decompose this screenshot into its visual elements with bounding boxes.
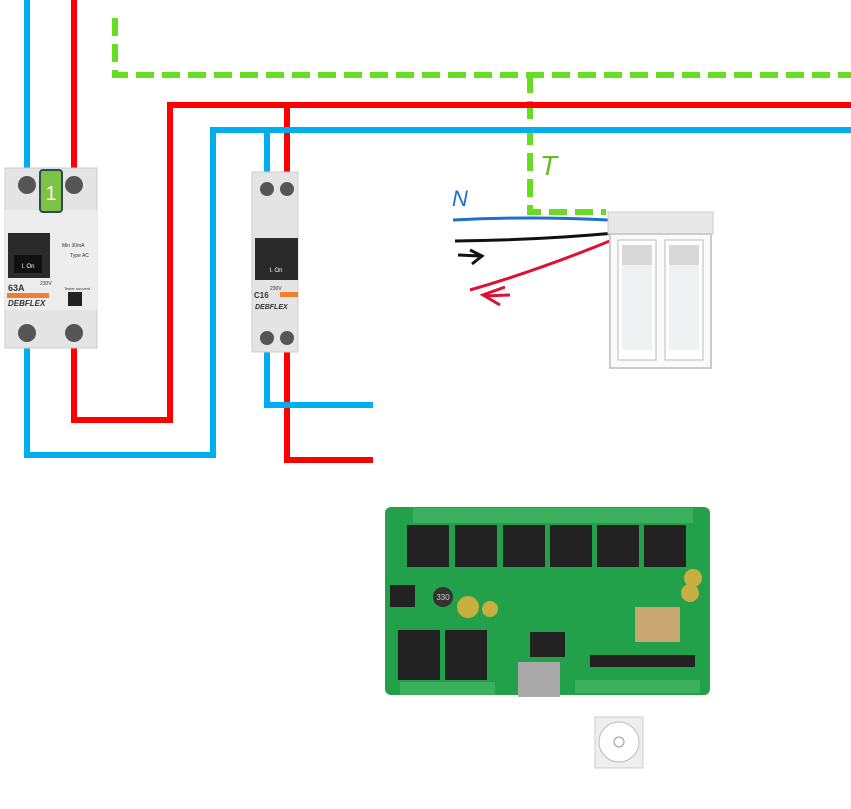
mcb-breaker: I. On 230V C16 DEBFLEX bbox=[251, 171, 299, 353]
mcb-toggle bbox=[255, 238, 298, 280]
earth-label: T bbox=[540, 150, 559, 181]
window-red-wire bbox=[469, 234, 623, 292]
terminal-screw-icon bbox=[18, 176, 36, 194]
terminal-screw-icon bbox=[280, 182, 294, 196]
mcb-rating: C16 bbox=[254, 291, 269, 300]
terminal-screw-icon bbox=[260, 331, 274, 345]
rcd-badge-label: 1 bbox=[45, 183, 56, 205]
arrow-icon bbox=[457, 248, 485, 266]
relay-board-icon: 330 bbox=[385, 507, 710, 697]
live-wires bbox=[71, 0, 851, 463]
mcb-brand: DEBFLEX bbox=[255, 304, 289, 311]
terminal-screw-icon bbox=[260, 182, 274, 196]
window-neutral-wire bbox=[452, 216, 609, 222]
rcd-voltage: 230V bbox=[40, 281, 52, 287]
mcb-voltage: 230V bbox=[270, 286, 282, 292]
rcd-breaker: 1 I. On Min 30mA Type AC Tester souvent … bbox=[4, 167, 98, 349]
earth-wire bbox=[112, 18, 851, 215]
rcd-switch-label: I. On bbox=[21, 264, 34, 270]
terminal-screw-icon bbox=[65, 176, 83, 194]
rcd-rating: 63A bbox=[8, 283, 25, 293]
rcd-type: Type AC bbox=[70, 253, 89, 259]
inductor-label: 330 bbox=[436, 593, 450, 602]
window-icon bbox=[607, 211, 714, 369]
rcd-sensitivity: Min 30mA bbox=[62, 243, 85, 249]
neutral-label: N bbox=[452, 186, 468, 211]
rcd-brand: DEBFLEX bbox=[8, 299, 46, 308]
terminal-screw-icon bbox=[280, 331, 294, 345]
terminal-screw-icon bbox=[18, 324, 36, 342]
wall-switch-icon bbox=[594, 716, 644, 769]
mcb-switch-label: I. On bbox=[269, 268, 282, 274]
neutral-wires bbox=[24, 0, 851, 458]
window-black-wire bbox=[454, 231, 616, 243]
arrow-icon bbox=[479, 285, 511, 307]
test-button bbox=[68, 292, 82, 306]
rcd-test-label: Tester souvent bbox=[64, 286, 91, 291]
rcd-badge bbox=[39, 169, 63, 213]
terminal-screw-icon bbox=[65, 324, 83, 342]
